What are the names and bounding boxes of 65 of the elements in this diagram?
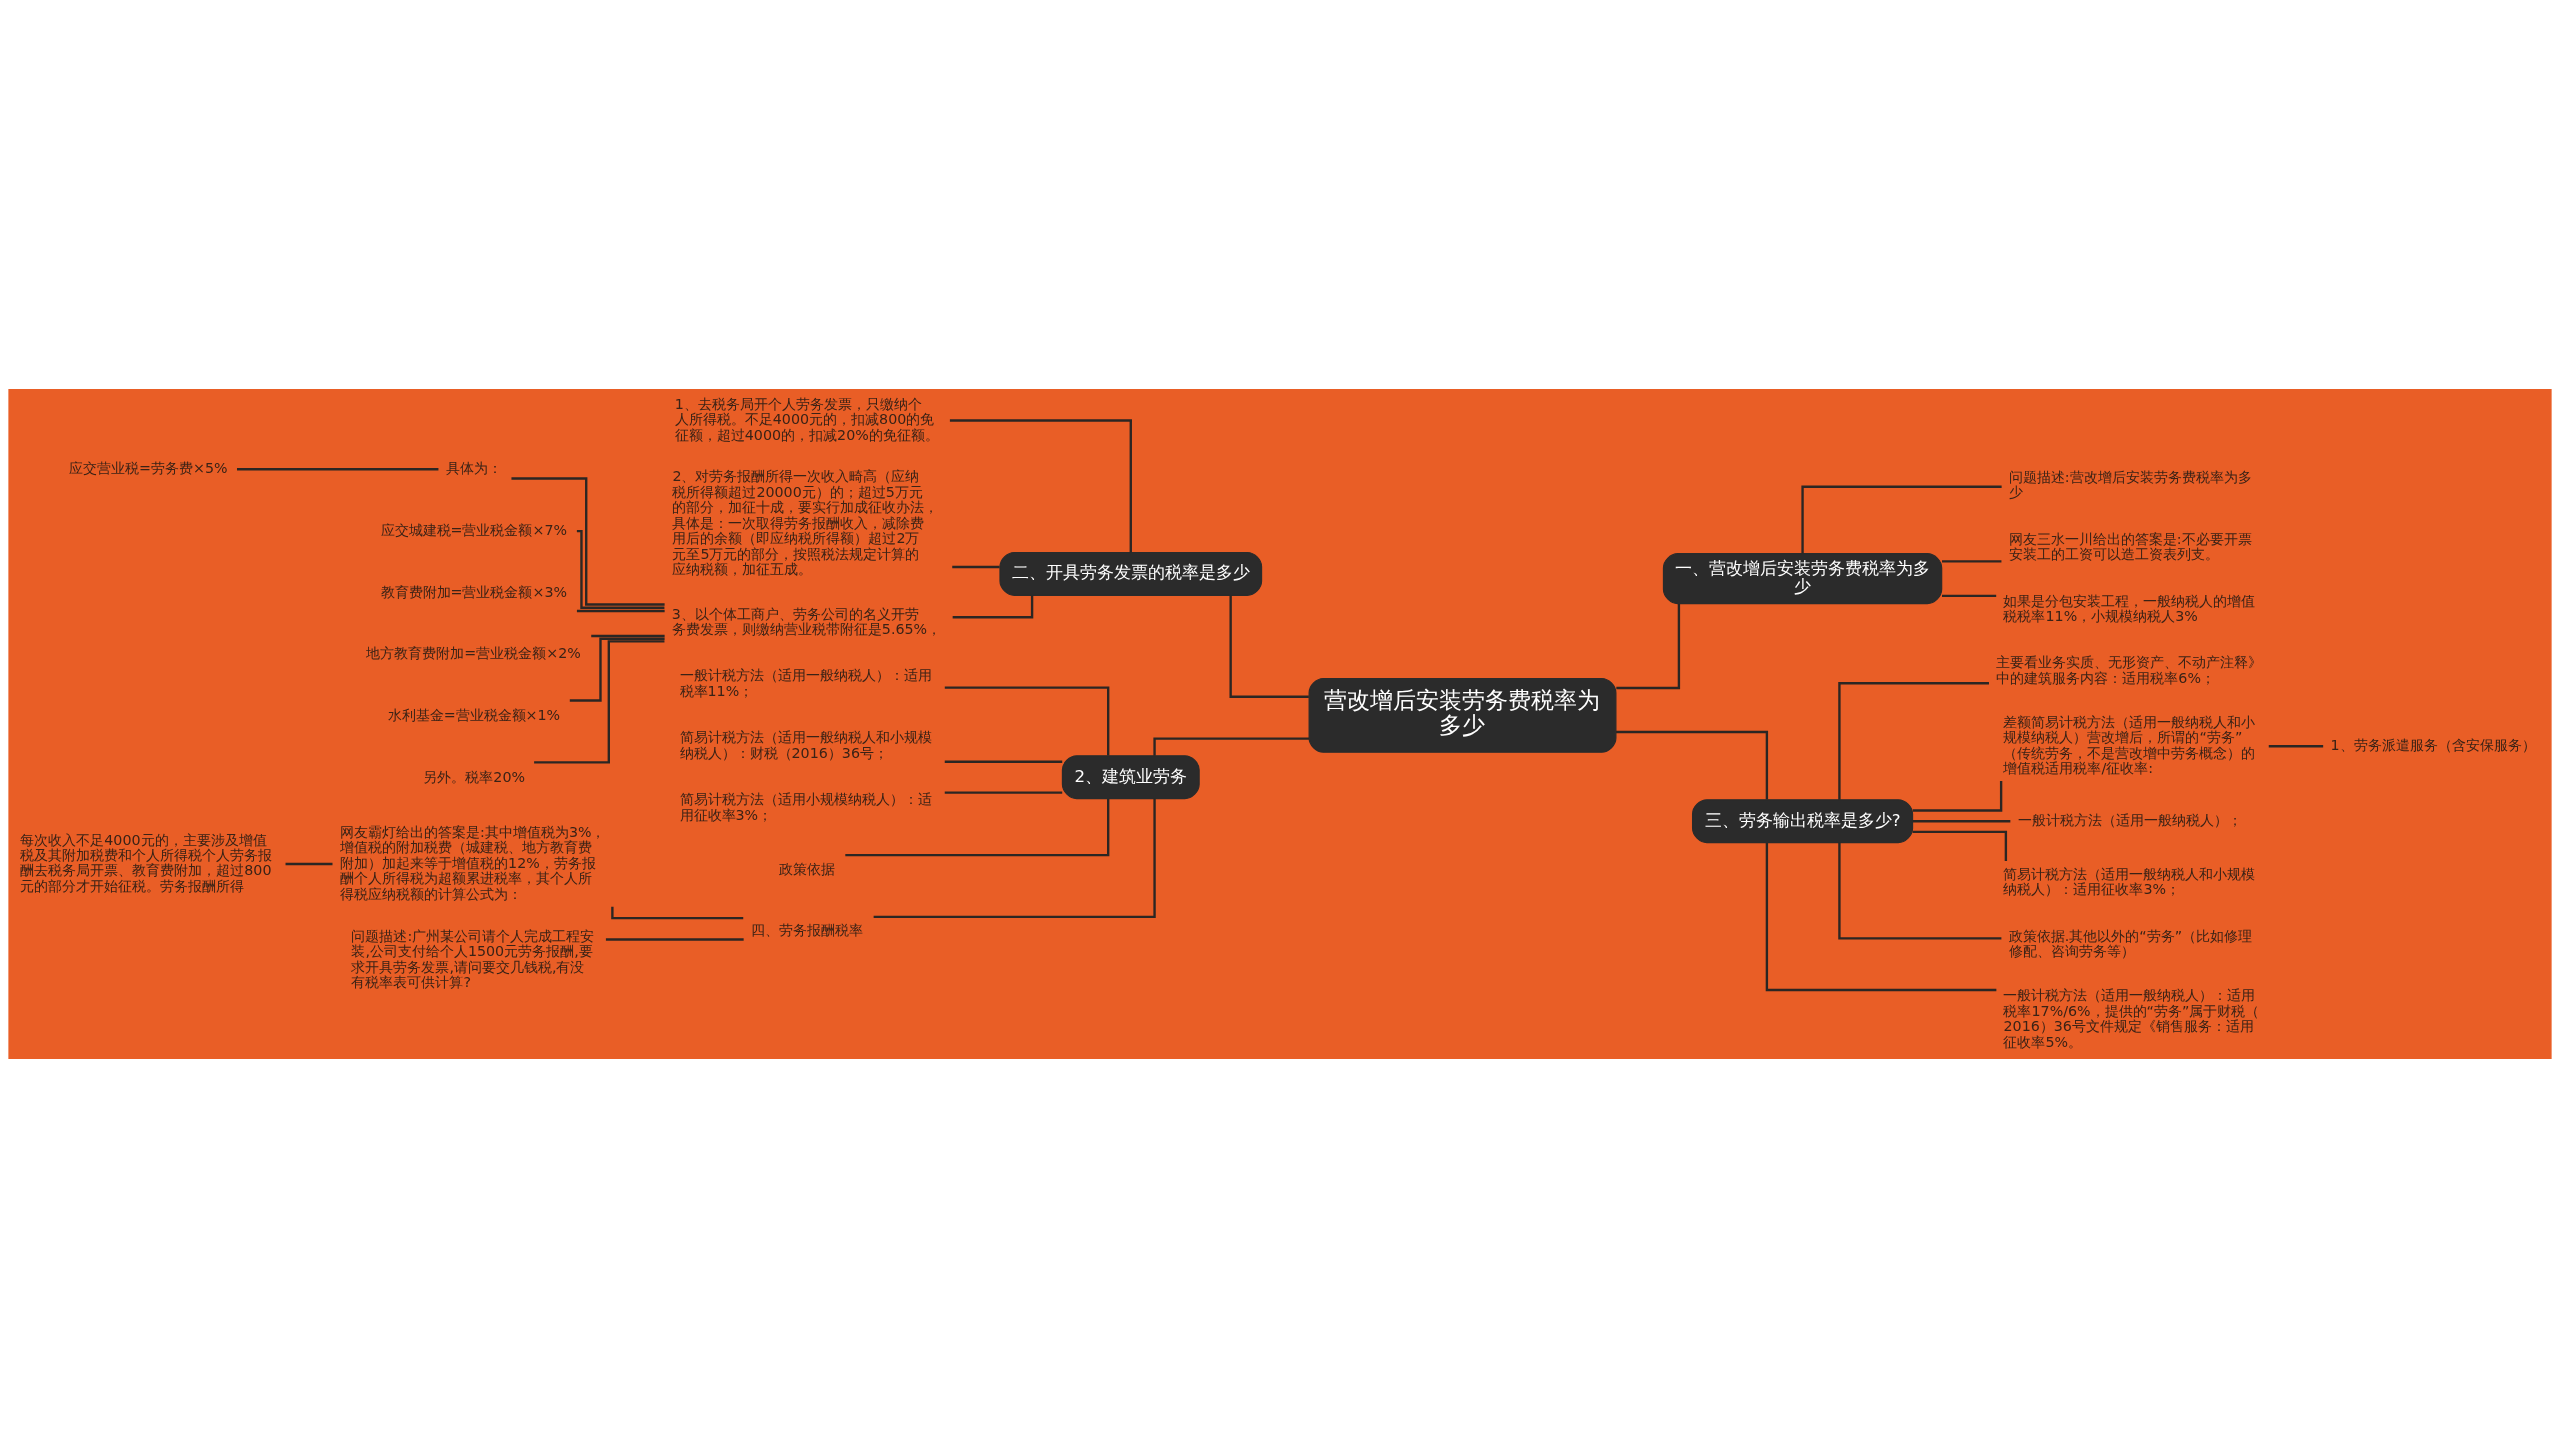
connector — [944, 791, 1063, 794]
connector — [511, 477, 665, 606]
node-text: 教育费附加=营业税金额×3% — [380, 583, 568, 600]
node-box: 二、开具劳务发票的税率是多少 — [999, 551, 1263, 596]
node-text: 应交城建税=营业税金额×7% — [380, 521, 568, 538]
node-text: 地方教育费附加=营业税金额×2% — [366, 645, 581, 662]
connector — [2268, 745, 2324, 748]
connector — [1153, 737, 1309, 756]
node-box: 2、建筑业劳务 — [1061, 755, 1200, 800]
connector — [873, 798, 1156, 919]
node-text: 简易计税方法（适用一般纳税人和小规模纳税人）：适用征收率3%； — [2003, 865, 2256, 898]
node-text: 一般计税方法（适用一般纳税人）：适用税率11%； — [679, 667, 932, 699]
connector — [1912, 820, 2011, 823]
connector — [237, 468, 439, 471]
node-text: 具体为： — [445, 459, 502, 476]
node-box: 营改增后安装劳务费税率为多少 — [1308, 677, 1617, 753]
connector — [1838, 682, 1989, 800]
connector — [1616, 604, 1681, 690]
connector — [1942, 560, 2002, 563]
node-text: 如果是分包安装工程，一般纳税人的增值税税率11%，小规模纳税人3% — [2003, 592, 2256, 624]
node-box: 一、营改增后安装劳务费税率为多少 — [1662, 553, 1943, 605]
node-text: 1、劳务派遣服务（含安保服务） — [2330, 736, 2536, 753]
node-text: 3、以个体工商户、劳务公司的名义开劳务费发票，则缴纳营业税带附征是5.65%， — [671, 605, 942, 638]
connector — [1229, 595, 1309, 698]
node-text: 每次收入不足4000元的，主要涉及增值税及其附加税费和个人所得税个人劳务报酬去税务局开票、教育费附加，超过800元的部分才开始征税。劳务报酬所得 — [20, 831, 273, 894]
node-text: 简易计税方法（适用一般纳税人和小规模纳税人）：财税（2016）36号； — [679, 729, 932, 761]
connector — [1801, 485, 2002, 554]
connector — [1942, 594, 1997, 598]
connector — [285, 862, 333, 866]
node-text: 简易计税方法（适用小规模纳税人）：适用征收率3%； — [679, 791, 932, 823]
node-text: 差额简易计税方法（适用一般纳税人和小规模纳税人）营改增后，所谓的“劳务”（传统劳务，不是营改增中劳务概念）的增值税适用税率/征收率: — [2003, 713, 2256, 777]
connector — [576, 609, 665, 613]
connector — [952, 565, 1000, 569]
connector — [569, 637, 665, 702]
connector — [949, 419, 1132, 553]
node-text: 问题描述:广州某公司请个人完成工程安装,公司支付给个人1500元劳务报酬,要求开具劳务发票,请问要交几钱税,有没有税率表可供计算? — [351, 927, 595, 991]
connector — [944, 760, 1063, 763]
connector — [944, 686, 1110, 756]
node-text: 网友霸灯给出的答案是:其中增值税为3%，增值税的附加税费（城建税、地方教育费附加）加起来等于增值税的12%，劳务报酬个人所得税为超额累进税率，其个人所得税应纳税额的计算公式为： — [340, 823, 606, 902]
connector — [952, 595, 1034, 619]
connector — [576, 529, 665, 609]
connector — [591, 634, 665, 638]
connector — [611, 906, 744, 920]
node-text: 2、对劳务报酬所得一次收入畸高（应纳税所得额超过20000元）的；超过5万元的部分，加征十成，要实行加成征收办法，具体是：一次取得劳务报酬收入，减除费用后的余额（即应纳税所得额）超过2万元至5万元的部分，按照税法规定计算的应纳税额，加征五成。 — [672, 468, 939, 578]
connector — [1765, 842, 1997, 992]
node-text: 一般计税方法（适用一般纳税人）：适用税率17%/6%，提供的“劳务”属于财税（2016）36号文件规定《销售服务：适用征收率5%。 — [2003, 987, 2260, 1050]
node-text: 四、劳务报酬税率 — [750, 922, 863, 939]
node-text: 水利基金=营业税金额×1% — [387, 707, 561, 724]
node-text: 另外。税率20% — [423, 769, 526, 786]
connector — [1616, 730, 1769, 800]
node-text: 政策依据.其他以外的“劳务”（比如修理修配、咨询劳务等） — [2008, 927, 2253, 960]
connector — [1838, 842, 2002, 940]
connector — [534, 640, 665, 764]
connector — [845, 798, 1110, 857]
node-text: 应交营业税=劳务费×5% — [69, 459, 228, 476]
node-box: 三、劳务输出税率是多少? — [1692, 799, 1914, 844]
node-text: 网友三水一川给出的答案是:不必要开票安装工的工资可以造工资表列支。 — [2008, 530, 2252, 563]
connector — [605, 938, 744, 941]
connector — [1912, 830, 2008, 862]
node-text: 问题描述:营改增后安装劳务费税率为多少 — [2008, 468, 2252, 501]
node-text: 1、去税务局开个人劳务发票，只缴纳个人所得税。不足4000元的，扣减800的免征额，超过4000的，扣减20%的免征额。 — [674, 395, 939, 443]
node-text: 政策依据 — [779, 860, 836, 877]
node-text: 一般计税方法（适用一般纳税人）； — [2017, 811, 2242, 828]
node-text: 主要看业务实质、无形资产、不动产注释》中的建筑服务内容：适用税率6%； — [1996, 654, 2263, 686]
connector — [1912, 781, 2003, 812]
